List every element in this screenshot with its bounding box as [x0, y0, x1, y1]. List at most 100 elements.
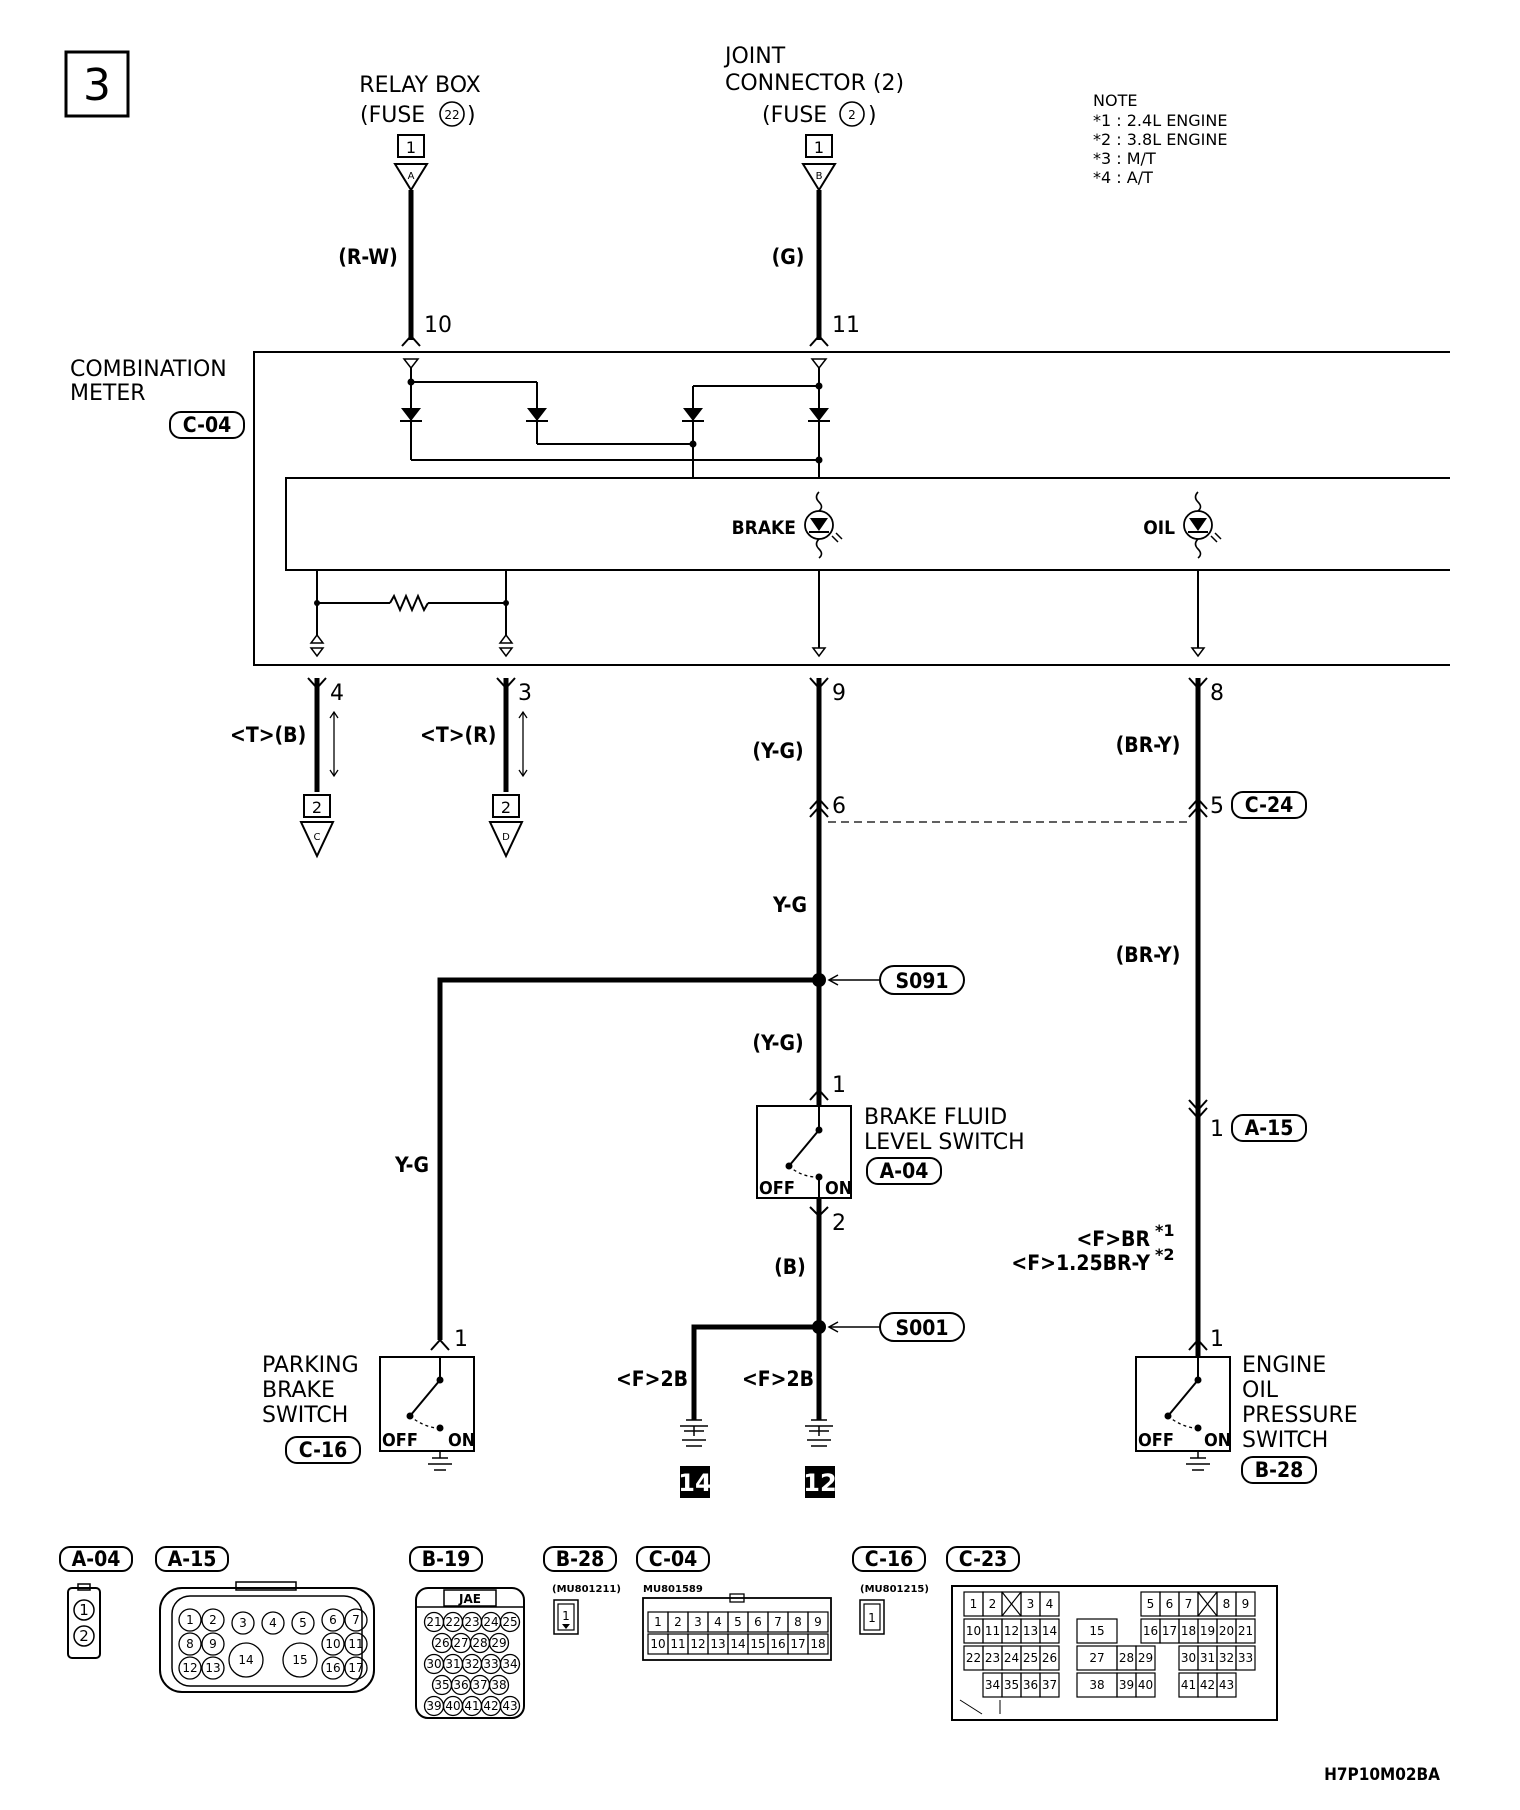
output-d-pin: 2: [501, 798, 511, 817]
c04-pin: 18: [810, 1637, 825, 1651]
brake-fluid-level-switch: 1 OFF ON 2 BRAKE FLUID LEVEL SWITCH A-04…: [756, 1073, 1025, 1279]
b19-pin: 30: [426, 1657, 441, 1671]
oil-wire-1: <F>BR: [1076, 1227, 1150, 1251]
c04-pin: 14: [730, 1637, 745, 1651]
combination-meter-name-2: METER: [70, 381, 146, 406]
c23-pin: 7: [1185, 1597, 1193, 1611]
ground-14-number: 14: [678, 1469, 711, 1497]
c23-pin: 11: [985, 1624, 1000, 1638]
b19-pin: 24: [483, 1615, 498, 1629]
a04-pin-2: 2: [79, 1627, 89, 1645]
a15-pin: 11: [348, 1637, 363, 1651]
ground-14: <F>2B 14: [616, 1367, 712, 1498]
splice-s001-label: S001: [895, 1316, 948, 1340]
c04-pin: 9: [814, 1615, 822, 1629]
joint-connector-wire-color: (G): [772, 245, 805, 269]
b19-pin: 34: [502, 1657, 517, 1671]
relay-box-pin: 1: [406, 138, 416, 157]
conn-c23-label: C-23: [959, 1547, 1007, 1571]
output-c-pin: 2: [312, 798, 322, 817]
a15-pin: 17: [348, 1661, 363, 1675]
splice-s091-label: S091: [895, 969, 948, 993]
c23-pin: 25: [1023, 1651, 1038, 1665]
oil-switch-name-3: PRESSURE: [1242, 1403, 1358, 1428]
c23-pin: 5: [1147, 1597, 1155, 1611]
parking-wire-color: Y-G: [394, 1153, 429, 1177]
c23-pin: 33: [1238, 1651, 1253, 1665]
b19-pin: 27: [453, 1636, 468, 1650]
conn-a15-label: A-15: [168, 1547, 217, 1571]
combination-meter-connector: C-04: [183, 413, 231, 437]
a15-pin: 5: [299, 1616, 307, 1630]
oil-wire-2-note: *2: [1155, 1245, 1175, 1264]
output-c-wire: <T>(B): [230, 723, 306, 747]
oil-switch-pin: 1: [1210, 1327, 1224, 1352]
b28-part: (MU801211): [552, 1584, 621, 1595]
parking-pin: 1: [454, 1327, 468, 1352]
resistor: [309, 570, 514, 658]
center-terminal-9: 9: [832, 681, 846, 706]
brake-fluid-name-2: LEVEL SWITCH: [864, 1130, 1025, 1155]
b19-header: JAE: [458, 1592, 481, 1606]
c04-pin: 10: [650, 1637, 665, 1651]
oil-a15-connector: A-15: [1245, 1116, 1294, 1140]
c23-pin: 19: [1200, 1624, 1215, 1638]
c23-pin: 9: [1242, 1597, 1250, 1611]
b19-pin: 43: [502, 1699, 517, 1713]
splice-s001: S001: [812, 1312, 965, 1342]
right-junction-connector: C-24: [1245, 793, 1293, 817]
b19-pin: 26: [434, 1636, 449, 1650]
b19-pin: 23: [464, 1615, 479, 1629]
a15-pin: 14: [238, 1653, 253, 1667]
c04-pin: 5: [734, 1615, 742, 1629]
c23-pin: 18: [1181, 1624, 1196, 1638]
center-junction-terminal: 6: [832, 794, 846, 819]
c23-pin: 3: [1027, 1597, 1035, 1611]
b28-pin: 1: [562, 1609, 570, 1623]
c04-pin: 11: [670, 1637, 685, 1651]
b19-pin: 42: [483, 1699, 498, 1713]
combination-meter-name-1: COMBINATION: [70, 357, 227, 382]
output-c-ref: C: [314, 832, 321, 843]
output-c-terminal: 4: [330, 681, 344, 706]
conn-a04-label: A-04: [72, 1547, 121, 1571]
c04-pin: 1: [654, 1615, 662, 1629]
oil-wire-2: <F>1.25BR-Y: [1011, 1251, 1150, 1275]
c23-pin: 21: [1238, 1624, 1253, 1638]
brake-fluid-pin-out: 2: [832, 1211, 846, 1236]
note-title: NOTE: [1093, 91, 1137, 110]
output-left-d: 3 <T>(R) 2 D: [420, 678, 532, 859]
oil-wire-1-note: *1: [1155, 1221, 1175, 1240]
b19-pin: 25: [502, 1615, 517, 1629]
joint-connector-fuse-prefix: (FUSE: [762, 103, 827, 128]
joint-connector-pin: 1: [814, 138, 824, 157]
c23-pin: 42: [1200, 1678, 1215, 1692]
c23-pin: 2: [989, 1597, 997, 1611]
a15-pin: 2: [209, 1613, 217, 1627]
a15-pin: 15: [292, 1653, 307, 1667]
right-wire-color-1: (BR-Y): [1116, 733, 1181, 757]
c23-pin: 29: [1138, 1651, 1153, 1665]
c04-pin: 8: [794, 1615, 802, 1629]
note-line-3: *3 : M/T: [1093, 149, 1156, 168]
b19-pin: 37: [472, 1678, 487, 1692]
b19-pin: 41: [464, 1699, 479, 1713]
combination-meter: COMBINATION METER C-04: [70, 351, 1450, 666]
b19-pin: 33: [483, 1657, 498, 1671]
joint-connector-source: JOINT CONNECTOR (2) (FUSE 2 ) 1 B (G) 11: [723, 44, 904, 338]
oil-circuit-wire: 8 (BR-Y) 5 C-24 (BR-Y): [828, 678, 1307, 1370]
c23-pin: 32: [1219, 1651, 1234, 1665]
center-wire-color-1: (Y-G): [752, 739, 803, 763]
page-number: 3: [83, 60, 111, 111]
c23-pin: 28: [1119, 1651, 1134, 1665]
a15-pin: 9: [209, 1637, 217, 1651]
oil-a15-pin: 1: [1210, 1117, 1224, 1142]
note-line-1: *1 : 2.4L ENGINE: [1093, 111, 1227, 130]
relay-box-fuse-suffix: ): [467, 103, 476, 128]
ground-12: <F>2B 12: [742, 1367, 837, 1498]
c04-pin: 16: [770, 1637, 785, 1651]
